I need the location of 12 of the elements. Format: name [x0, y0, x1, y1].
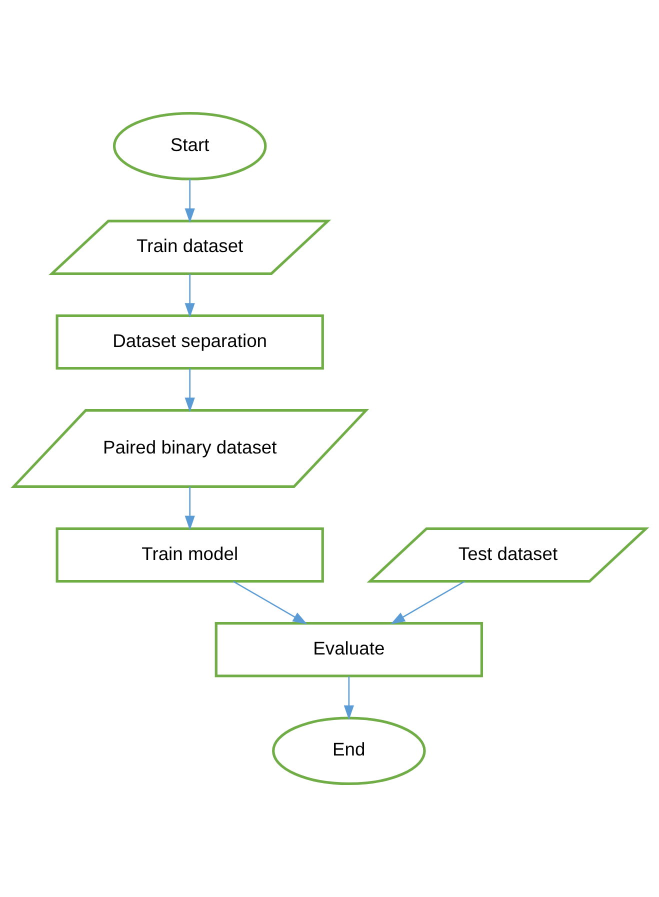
node-box: Dataset separation [56, 314, 324, 370]
arrow [184, 179, 195, 223]
arrow [232, 580, 308, 624]
arrow [184, 368, 195, 412]
arrow [184, 486, 195, 530]
node-box: Train model [56, 527, 324, 583]
node-box: Evaluate [214, 622, 484, 678]
node-ellipse: End [272, 716, 426, 786]
arrow [390, 580, 465, 624]
arrow [344, 676, 354, 720]
arrow [184, 274, 195, 318]
node-ellipse: Start [112, 112, 267, 180]
